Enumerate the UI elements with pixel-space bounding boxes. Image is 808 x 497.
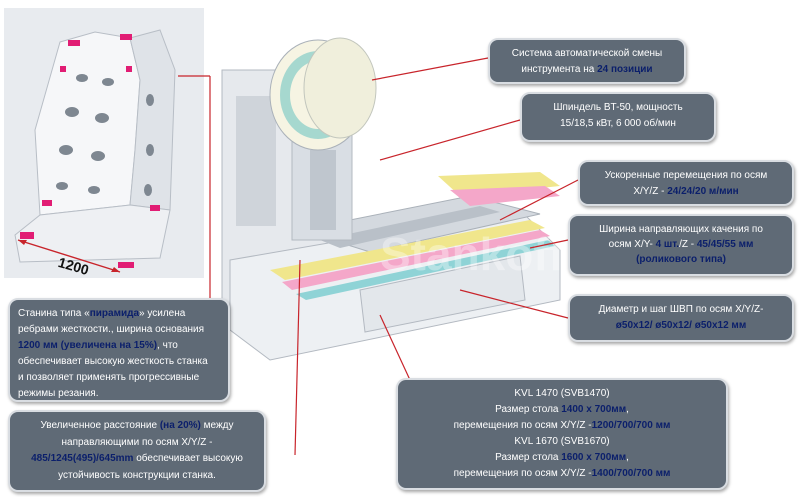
distance-line3: 485/1245(495)/645mm обеспечивает высокую	[18, 451, 256, 468]
model2-size: Размер стола 1600 x 700мм,	[406, 450, 718, 466]
frame-line1: Станина типа «пирамида» усилена	[18, 306, 220, 322]
spindle-line2: 15/18,5 кВт, 6 000 об/мин	[560, 117, 676, 129]
rapid-line1: Ускоренные перемещения по осям	[604, 170, 768, 181]
model2-name: KVL 1670 (SVB1670)	[514, 436, 610, 447]
guides-line2-highlight1: 4 шт.	[655, 239, 680, 250]
distance-line4: устойчивость конструкции станка.	[58, 469, 216, 481]
frame-line2: ребрами жесткости., ширина основания	[18, 324, 205, 335]
frame-line6: режимы резания.	[18, 388, 99, 399]
distance-line1: Увеличенное расстояние (на 20%) между	[18, 418, 256, 435]
model1-size-prefix: Размер стола	[495, 404, 562, 415]
model2-travel: перемещения по осям X/Y/Z -1400/700/700 …	[406, 466, 718, 482]
frame-line4: обеспечивает высокую жесткость станка	[18, 356, 208, 367]
frame-t3b: , что	[157, 340, 178, 351]
model2-travel-highlight: 1400/700/700 мм	[591, 468, 671, 479]
tool-magazine	[269, 37, 377, 151]
model1-travel: перемещения по осям X/Y/Z -1200/700/700 …	[406, 418, 718, 434]
ballscrew-line2: ø50x12/ ø50x12/ ø50x12 мм	[615, 319, 747, 331]
guides-line2-mid: /Z -	[679, 239, 697, 250]
rapid-line2: X/Y/Z - 24/24/20 м/мин	[588, 184, 784, 200]
frame-line5: и позволяет применять прогрессивные	[18, 372, 200, 383]
atc-line2-highlight: 24 позиции	[597, 63, 653, 75]
guides-line2-highlight2: 45/45/55 мм	[696, 239, 754, 250]
frame-t3-highlight: 1200 мм (увеличена на 15%)	[18, 340, 158, 351]
frame-t1-highlight: пирамида	[89, 308, 140, 319]
dimension-arrow	[17, 239, 121, 273]
model1-size: Размер стола 1400 x 700мм,	[406, 402, 718, 418]
callout-frame: Станина типа «пирамида» усилена ребрами …	[8, 298, 230, 402]
model2-size-prefix: Размер стола	[495, 452, 562, 463]
distance-l1-highlight: (на 20%)	[159, 420, 201, 431]
model2-size-suffix: ,	[626, 452, 629, 463]
model1-size-suffix: ,	[626, 404, 629, 415]
atc-line2: инструмента на 24 позиции	[498, 62, 676, 78]
callout-models: KVL 1470 (SVB1470) Размер стола 1400 x 7…	[396, 378, 728, 490]
model1-name: KVL 1470 (SVB1470)	[514, 388, 610, 399]
model1-travel-highlight: 1200/700/700 мм	[591, 420, 671, 431]
model1-travel-prefix: перемещения по осям X/Y/Z -	[453, 420, 592, 431]
ballscrew-line1: Диаметр и шаг ШВП по осям X/Y/Z-	[598, 304, 764, 315]
guides-line2: осям X/Y- 4 шт./Z - 45/45/55 мм	[578, 237, 784, 252]
distance-l3b: обеспечивает высокую	[133, 453, 243, 464]
atc-line1: Система автоматической смены	[511, 48, 663, 59]
model2-size-highlight: 1600 x 700мм	[561, 452, 627, 463]
callout-rapid-traverse: Ускоренные перемещения по осям X/Y/Z - 2…	[578, 160, 794, 206]
callout-ballscrew: Диаметр и шаг ШВП по осям X/Y/Z- ø50x12/…	[568, 294, 794, 342]
spindle-line1: Шпиндель BT-50, мощность	[553, 102, 683, 113]
frame-line3: 1200 мм (увеличена на 15%), что	[18, 338, 220, 354]
distance-l1a: Увеличенное расстояние	[40, 420, 160, 431]
distance-line2: направляющими по осям X/Y/Z -	[61, 436, 213, 448]
frame-t1: Станина типа «	[18, 308, 90, 319]
rapid-line2-highlight: 24/24/20 м/мин	[667, 185, 739, 197]
callout-tool-changer: Система автоматической смены инструмента…	[488, 38, 686, 84]
pyramid-frame-casting	[14, 29, 176, 268]
guides-line2-prefix: осям X/Y-	[608, 239, 656, 250]
model1-size-highlight: 1400 x 700мм	[561, 404, 627, 415]
guides-line3: (роликового типа)	[636, 254, 726, 265]
callout-guideways: Ширина направляющих качения по осям X/Y-…	[568, 214, 794, 276]
distance-l3-highlight: 485/1245(495)/645mm	[31, 453, 134, 464]
guides-line1: Ширина направляющих качения по	[599, 224, 763, 235]
distance-l1b: между	[200, 420, 234, 431]
rapid-line2-prefix: X/Y/Z -	[633, 185, 668, 197]
callout-spindle: Шпиндель BT-50, мощность 15/18,5 кВт, 6 …	[520, 92, 716, 142]
frame-t1b: » усилена	[139, 308, 186, 319]
leader-lines	[178, 57, 579, 456]
atc-line2-prefix: инструмента на	[521, 63, 598, 75]
model2-travel-prefix: перемещения по осям X/Y/Z -	[453, 468, 592, 479]
callout-guide-distance: Увеличенное расстояние (на 20%) между на…	[8, 410, 266, 492]
